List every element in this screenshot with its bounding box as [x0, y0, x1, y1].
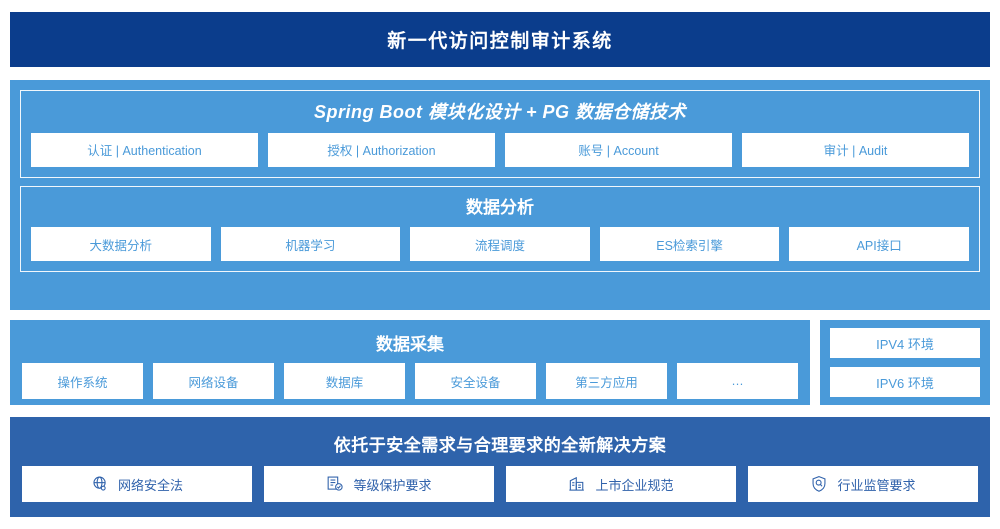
collection-chip-database[interactable]: 数据库	[284, 363, 405, 399]
analysis-chip-api[interactable]: API接口	[789, 227, 969, 262]
data-collection-chip-row: 操作系统 网络设备 数据库 安全设备 第三方应用 …	[22, 363, 798, 399]
platform-chip-account[interactable]: 账号 | Account	[505, 132, 732, 167]
solution-chip-row: 网络安全法 等级保护要求	[22, 466, 978, 502]
collection-chip-network-device[interactable]: 网络设备	[153, 363, 274, 399]
solution-chip-classified-protection[interactable]: 等级保护要求	[264, 466, 494, 502]
collection-chip-security-device[interactable]: 安全设备	[415, 363, 536, 399]
solution-title: 依托于安全需求与合理要求的全新解决方案	[333, 436, 667, 455]
ip-environment-panel: IPV4 环境 IPV6 环境	[820, 320, 990, 405]
platform-chip-audit[interactable]: 审计 | Audit	[742, 132, 969, 167]
platform-group-title: Spring Boot 模块化设计 + PG 数据仓储技术	[313, 102, 686, 122]
analysis-group-title: 数据分析	[466, 197, 534, 217]
data-collection-title: 数据采集	[376, 335, 444, 354]
data-collection-panel: 数据采集 操作系统 网络设备 数据库 安全设备 第三方应用 …	[10, 320, 810, 405]
platform-and-analysis-panel: Spring Boot 模块化设计 + PG 数据仓储技术 认证 | Authe…	[10, 80, 990, 310]
page-title: 新一代访问控制审计系统	[387, 31, 613, 52]
analysis-chip-machine-learning[interactable]: 机器学习	[220, 227, 401, 262]
platform-chip-authentication[interactable]: 认证 | Authentication	[31, 132, 258, 167]
platform-chip-row: 认证 | Authentication 授权 | Authorization 账…	[31, 132, 969, 167]
document-check-icon	[326, 475, 344, 493]
analysis-chip-row: 大数据分析 机器学习 流程调度 ES检索引擎 API接口	[31, 227, 969, 262]
solution-chip-label: 等级保护要求	[353, 477, 432, 493]
collection-chip-third-party-app[interactable]: 第三方应用	[546, 363, 667, 399]
solution-chip-cybersecurity-law[interactable]: 网络安全法	[22, 466, 252, 502]
analysis-chip-es-search[interactable]: ES检索引擎	[599, 227, 780, 262]
platform-group: Spring Boot 模块化设计 + PG 数据仓储技术 认证 | Authe…	[20, 90, 980, 178]
solution-chip-label: 上市企业规范	[595, 477, 674, 493]
analysis-group: 数据分析 大数据分析 机器学习 流程调度 ES检索引擎 API接口	[20, 185, 980, 273]
ipv4-environment-chip[interactable]: IPV4 环境	[830, 328, 980, 358]
collection-chip-more[interactable]: …	[677, 363, 798, 399]
analysis-chip-process-scheduling[interactable]: 流程调度	[410, 227, 590, 262]
ipv6-environment-chip[interactable]: IPV6 环境	[830, 367, 980, 397]
collection-chip-operating-system[interactable]: 操作系统	[22, 363, 143, 399]
platform-chip-authorization[interactable]: 授权 | Authorization	[268, 132, 495, 167]
solution-chip-listed-company-standard[interactable]: 上市企业规范	[506, 466, 736, 502]
globe-icon	[91, 475, 109, 493]
analysis-chip-big-data[interactable]: 大数据分析	[31, 227, 211, 262]
page-header: 新一代访问控制审计系统	[10, 12, 990, 67]
shield-search-icon	[810, 475, 828, 493]
solution-chip-label: 行业监管要求	[837, 477, 916, 493]
bank-building-icon	[568, 475, 586, 493]
solution-chip-industry-regulation[interactable]: 行业监管要求	[748, 466, 978, 502]
solution-panel: 依托于安全需求与合理要求的全新解决方案 网络安全法	[10, 417, 990, 517]
solution-chip-label: 网络安全法	[117, 477, 183, 493]
